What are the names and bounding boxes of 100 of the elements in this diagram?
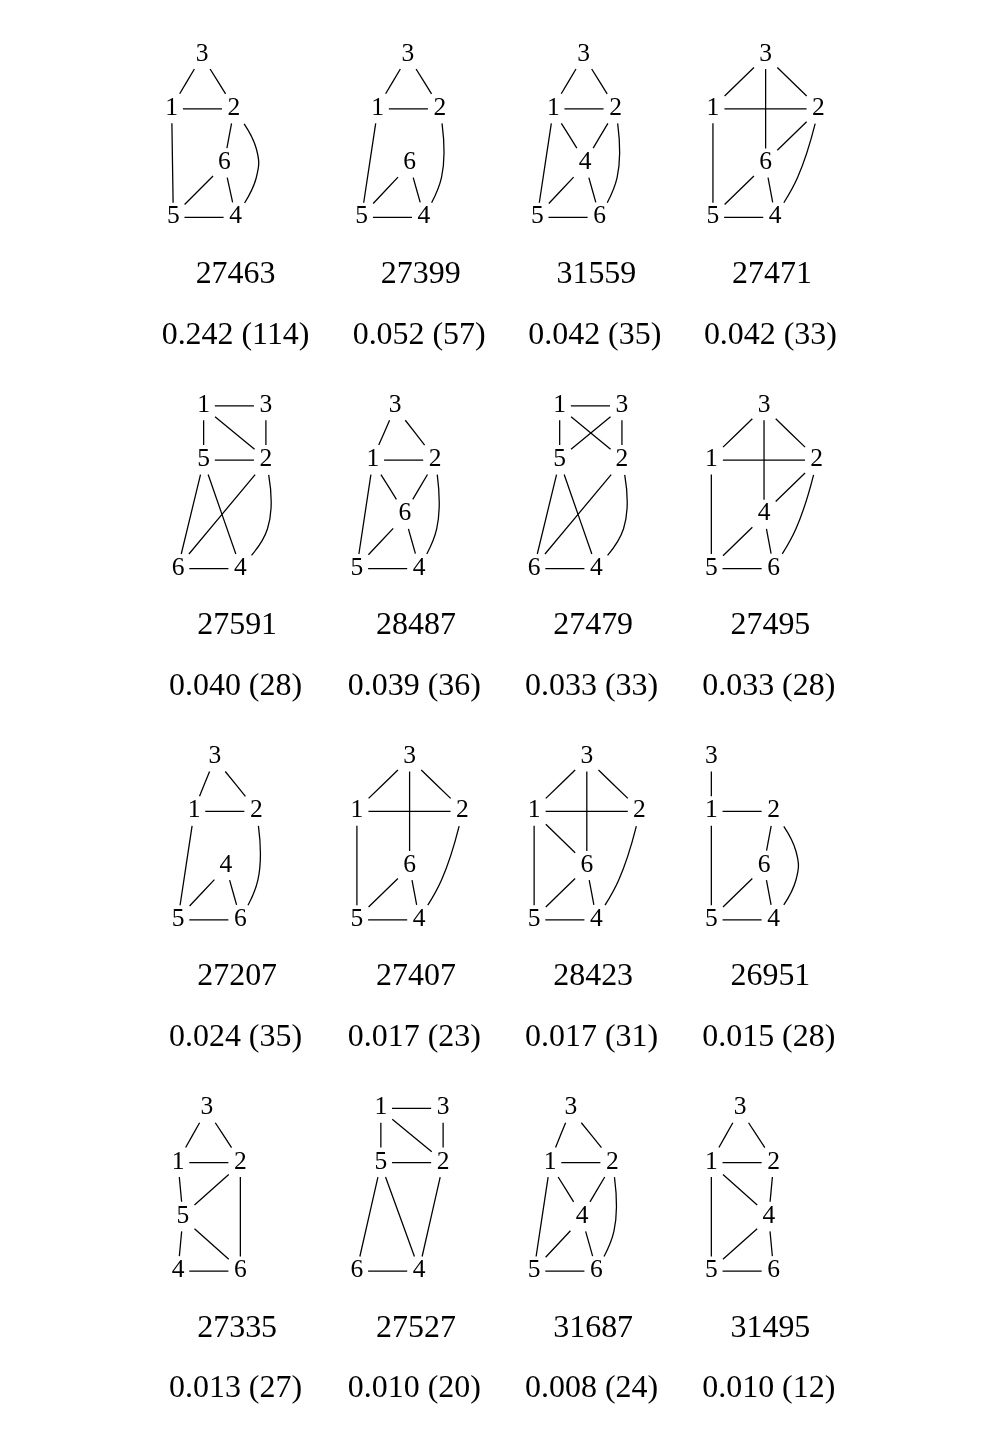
node-text: 1 (527, 794, 541, 824)
connector (188, 878, 216, 907)
connector (367, 769, 399, 800)
node-text: 6 (593, 200, 606, 230)
connector (367, 568, 408, 570)
connector (710, 1176, 712, 1258)
label: 28423 (553, 957, 634, 993)
connector (427, 825, 460, 906)
node-text: 5 (350, 902, 364, 932)
label: 31495 (730, 1308, 811, 1344)
connector (710, 770, 712, 797)
node-text: 3 (401, 37, 415, 67)
label: 27207 (197, 957, 278, 993)
label: 26951 (730, 957, 811, 993)
node-text: 3 (704, 740, 718, 770)
node-text: 3 (388, 388, 402, 418)
connector (183, 216, 225, 219)
node-text: 5 (704, 551, 718, 581)
connector (765, 528, 772, 555)
connector (722, 1173, 758, 1206)
node-text: 3 (733, 1091, 747, 1121)
connector (597, 769, 629, 800)
connector (544, 568, 586, 570)
connector (442, 1122, 444, 1149)
connector (776, 66, 808, 97)
node-text: 4 (412, 551, 426, 581)
connector (767, 176, 774, 203)
connector (722, 459, 806, 461)
node-text: 6 (590, 1254, 603, 1284)
node-text: 1 (187, 794, 201, 824)
node-text: 3 (564, 1091, 578, 1121)
node-text: 5 (527, 902, 541, 932)
connector (722, 877, 753, 908)
node-text: 5 (704, 1254, 718, 1284)
connector (765, 879, 772, 906)
label: 0.040 (28) (169, 666, 303, 702)
label: 0.010 (12) (702, 1369, 836, 1405)
label: 0.017 (31) (525, 1018, 659, 1054)
node-text: 6 (767, 1254, 780, 1284)
node-text: 4 (233, 551, 247, 581)
connector (408, 770, 411, 852)
node-text: 1 (706, 91, 720, 121)
label: 0.024 (35) (169, 1018, 303, 1054)
connector (545, 823, 576, 854)
connector (544, 473, 612, 555)
node-text: 3 (403, 740, 416, 770)
connector (548, 176, 575, 205)
connector (265, 419, 267, 446)
connector (203, 419, 205, 446)
node-text: 4 (229, 200, 242, 230)
node-text: 1 (197, 388, 211, 418)
connector (723, 175, 755, 206)
connector (421, 1176, 441, 1258)
connector (372, 176, 399, 205)
node-text: 1 (543, 1145, 557, 1175)
node-text: 5 (171, 902, 185, 932)
node-text: 4 (171, 1254, 185, 1284)
node-text: 2 (436, 1145, 450, 1175)
connector (226, 176, 234, 203)
node-text: 3 (436, 1091, 450, 1121)
connector (588, 176, 597, 203)
connector (388, 108, 429, 110)
connector (178, 1230, 183, 1257)
connector (188, 1161, 229, 1164)
node-text: 2 (811, 91, 825, 121)
connector (193, 1228, 230, 1260)
connector (239, 1176, 241, 1258)
node-text: 5 (706, 200, 720, 230)
label: 27407 (376, 957, 456, 993)
node-text: 1 (546, 91, 560, 121)
node-text: 2 (767, 794, 780, 824)
node-text: 2 (605, 1145, 619, 1175)
connector (557, 1176, 575, 1203)
connector (585, 1230, 594, 1257)
connector (247, 825, 261, 906)
connector (763, 419, 765, 501)
node-text: 5 (176, 1199, 190, 1229)
node-text: 5 (166, 200, 180, 230)
node-text: 5 (553, 443, 567, 473)
connector (363, 122, 377, 204)
connector (391, 1118, 433, 1153)
connector (226, 122, 233, 149)
node-text: 5 (374, 1145, 388, 1175)
connector (563, 473, 593, 555)
node-text: 2 (609, 91, 622, 121)
node-text: 6 (403, 848, 416, 878)
node-text: 2 (810, 443, 824, 473)
connector (545, 810, 629, 812)
node-text: 4 (412, 902, 426, 932)
connector (367, 810, 452, 812)
node-text: 5 (704, 902, 718, 932)
node-text: 1 (371, 91, 385, 121)
node-text: 4 (767, 902, 780, 932)
node-text: 2 (233, 1145, 247, 1175)
connector (420, 769, 452, 800)
node-text: 2 (767, 1145, 780, 1175)
connector (179, 68, 196, 95)
node-text: 1 (366, 443, 380, 473)
label: 0.039 (36) (347, 666, 481, 702)
connector (545, 769, 576, 800)
